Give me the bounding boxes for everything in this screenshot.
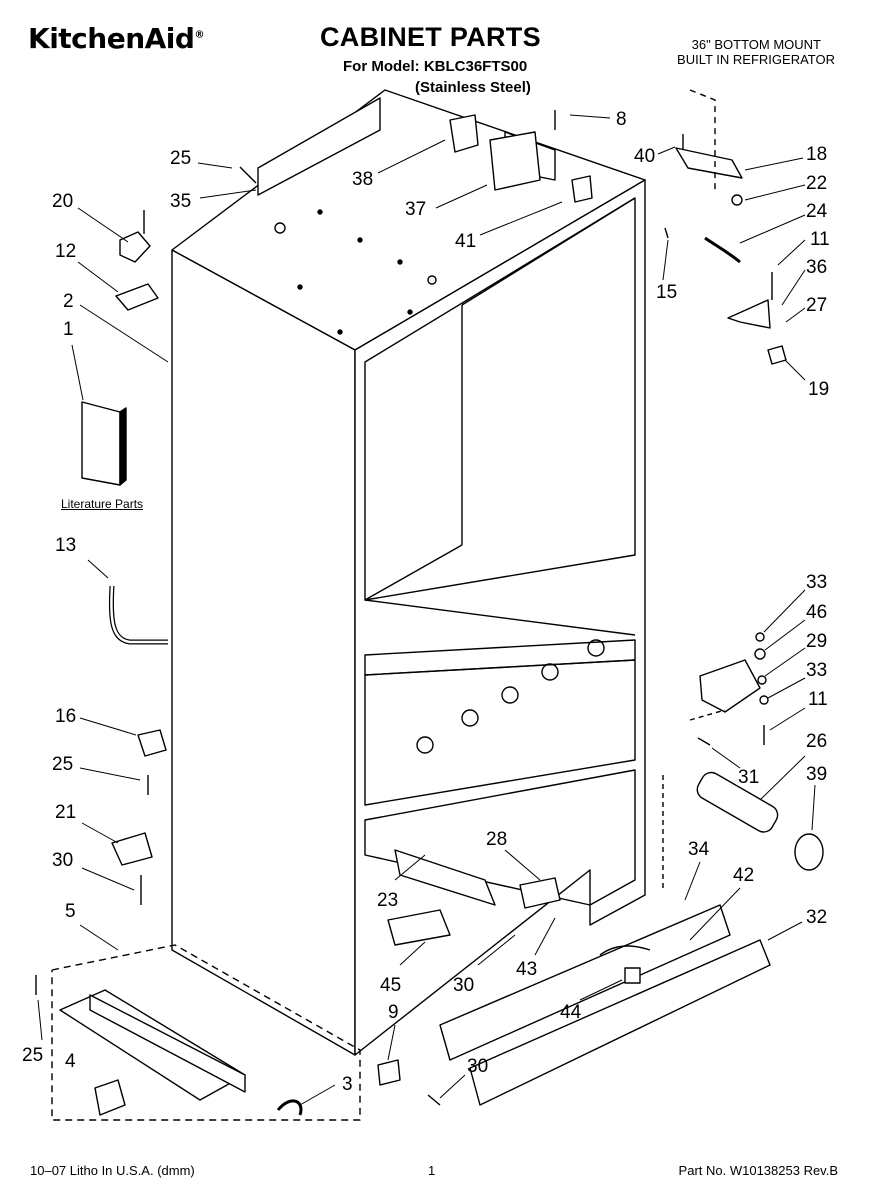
callout-label: 25	[170, 148, 192, 169]
literature-booklet	[81, 401, 121, 486]
callout-label: 30	[52, 850, 74, 871]
callout-label: 16	[55, 706, 77, 727]
callout-label: 38	[352, 169, 374, 190]
callout-label: 30	[467, 1056, 489, 1077]
callout-label: 19	[808, 379, 830, 400]
callout-label: 5	[65, 901, 76, 922]
callout-label: 31	[738, 767, 760, 788]
callout-label: 27	[806, 295, 828, 316]
callout-label: 11	[808, 689, 828, 710]
callout-label: 21	[55, 802, 77, 823]
tube-part	[108, 585, 168, 645]
product-description-line1: 36" BOTTOM MOUNT	[691, 37, 821, 52]
page-number: 1	[428, 1163, 436, 1178]
callout-label: 37	[405, 199, 427, 220]
callout-label: 35	[170, 191, 192, 212]
callout-label: 2	[63, 291, 74, 312]
callout-label: 25	[22, 1045, 44, 1066]
callout-label: 4	[65, 1051, 76, 1072]
callout-label: 8	[616, 109, 627, 130]
callout-label: 24	[806, 201, 828, 222]
page-title: CABINET PARTS	[320, 22, 541, 52]
top-hinge-hardware	[449, 89, 787, 365]
toe-grille-assembly	[377, 849, 771, 1106]
callout-label: 46	[806, 602, 828, 623]
callout-label: 9	[388, 1002, 399, 1023]
callout-label: 45	[380, 975, 402, 996]
callout-leaders	[37, 114, 816, 1106]
callout-label: 18	[806, 144, 828, 165]
callout-label: 33	[806, 572, 828, 593]
callout-label: 40	[634, 146, 656, 167]
callout-label: 22	[806, 173, 828, 194]
callout-label: 1	[63, 319, 74, 340]
callout-label: 43	[516, 959, 538, 980]
callout-label: 32	[806, 907, 828, 928]
callout-label: 13	[55, 535, 77, 556]
part-number: Part No. W10138253 Rev.B	[678, 1163, 838, 1178]
callout-label: 11	[810, 229, 830, 250]
callout-label: 28	[486, 829, 508, 850]
model-line: For Model: KBLC36FTS00	[343, 58, 528, 75]
literature-parts-label: Literature Parts	[61, 497, 144, 511]
product-description-line2: BUILT IN REFRIGERATOR	[677, 52, 835, 67]
callout-label: 23	[377, 890, 399, 911]
callout-label: 29	[806, 631, 828, 652]
callout-label: 39	[806, 764, 828, 785]
callout-label: 3	[342, 1074, 353, 1095]
footer-litho: 10–07 Litho In U.S.A. (dmm)	[30, 1163, 195, 1178]
callout-label: 12	[55, 241, 77, 262]
bottom-hinge-hardware	[662, 632, 824, 890]
base-frame-assembly	[51, 944, 361, 1121]
callout-label: 42	[733, 865, 755, 886]
cabinet-shell	[171, 89, 646, 1056]
callout-label: 15	[656, 282, 678, 303]
finish-line: (Stainless Steel)	[415, 79, 531, 96]
callout-label: 30	[453, 975, 475, 996]
callout-label: 34	[688, 839, 710, 860]
callout-label: 26	[806, 731, 828, 752]
left-hardware	[35, 166, 257, 995]
callout-label: 20	[52, 191, 74, 212]
callout-label: 41	[455, 231, 477, 252]
callout-label: 25	[52, 754, 74, 775]
callout-label: 36	[806, 257, 828, 278]
callout-label: 33	[806, 660, 828, 681]
brand-logo: KitchenAid®	[28, 22, 204, 55]
callout-label: 44	[560, 1002, 582, 1023]
